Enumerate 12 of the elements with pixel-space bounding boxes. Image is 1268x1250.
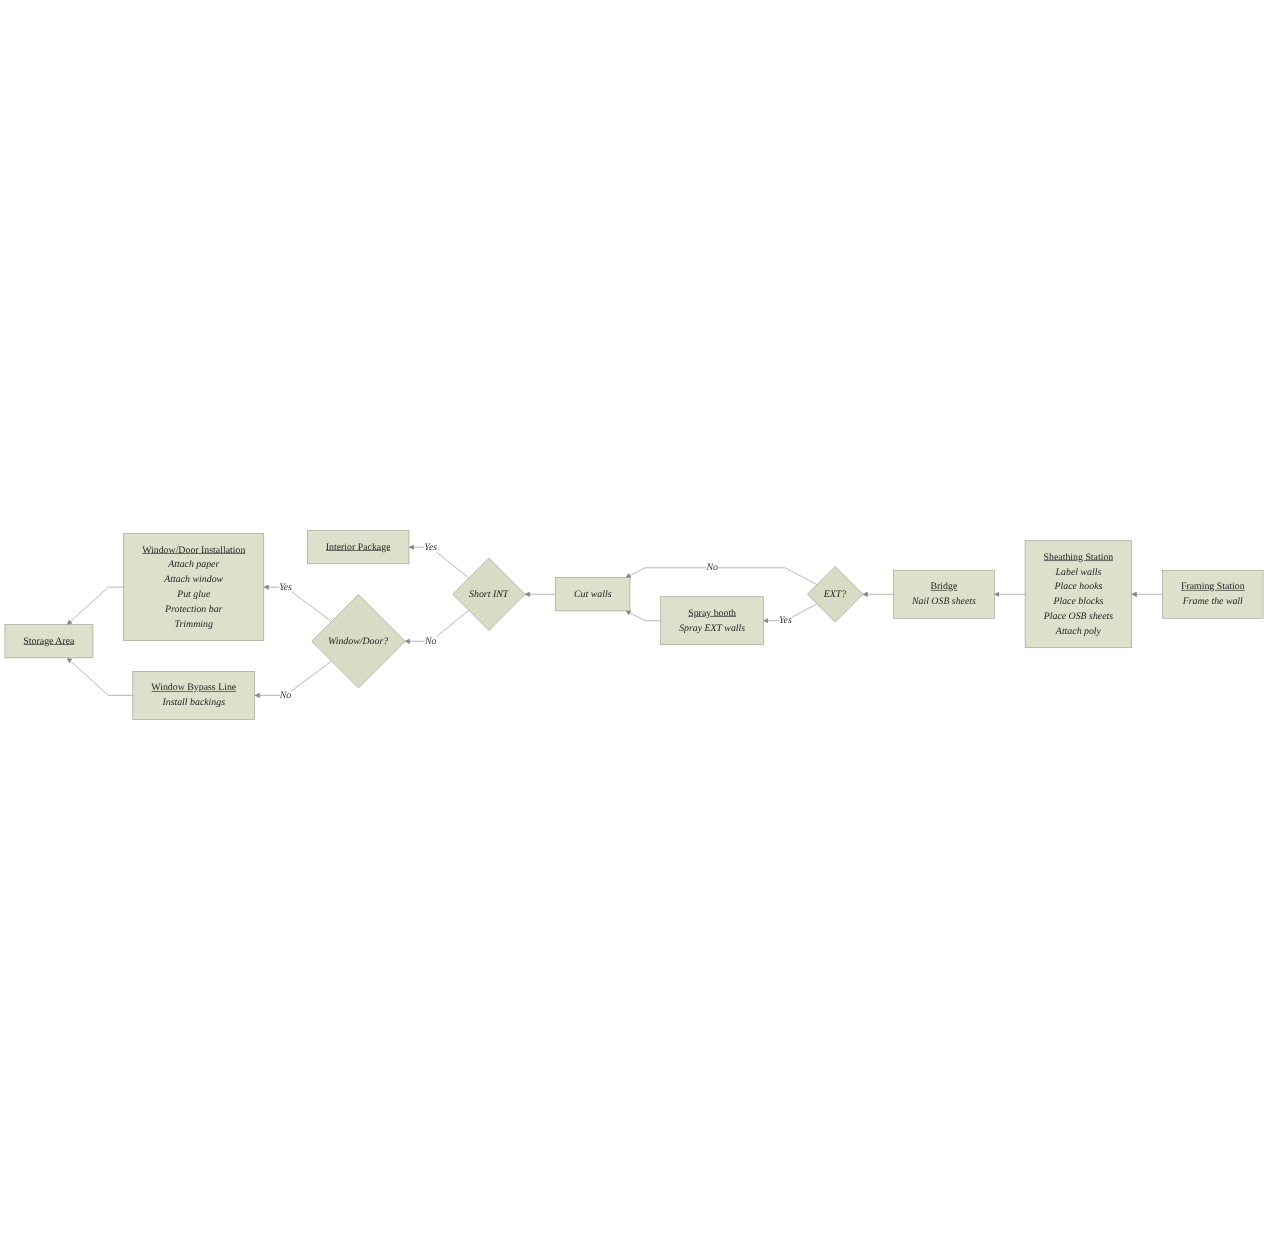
node-box <box>307 530 410 565</box>
node-diamond <box>452 557 526 631</box>
node-box <box>1024 540 1133 649</box>
node-diamond <box>807 566 864 623</box>
node-box <box>123 533 265 641</box>
node-box <box>1162 569 1264 619</box>
node-box <box>4 624 94 659</box>
node-box <box>555 577 631 612</box>
node-diamond <box>311 594 406 689</box>
node-box <box>893 569 995 619</box>
node-box <box>132 671 255 720</box>
node-box <box>660 596 764 645</box>
